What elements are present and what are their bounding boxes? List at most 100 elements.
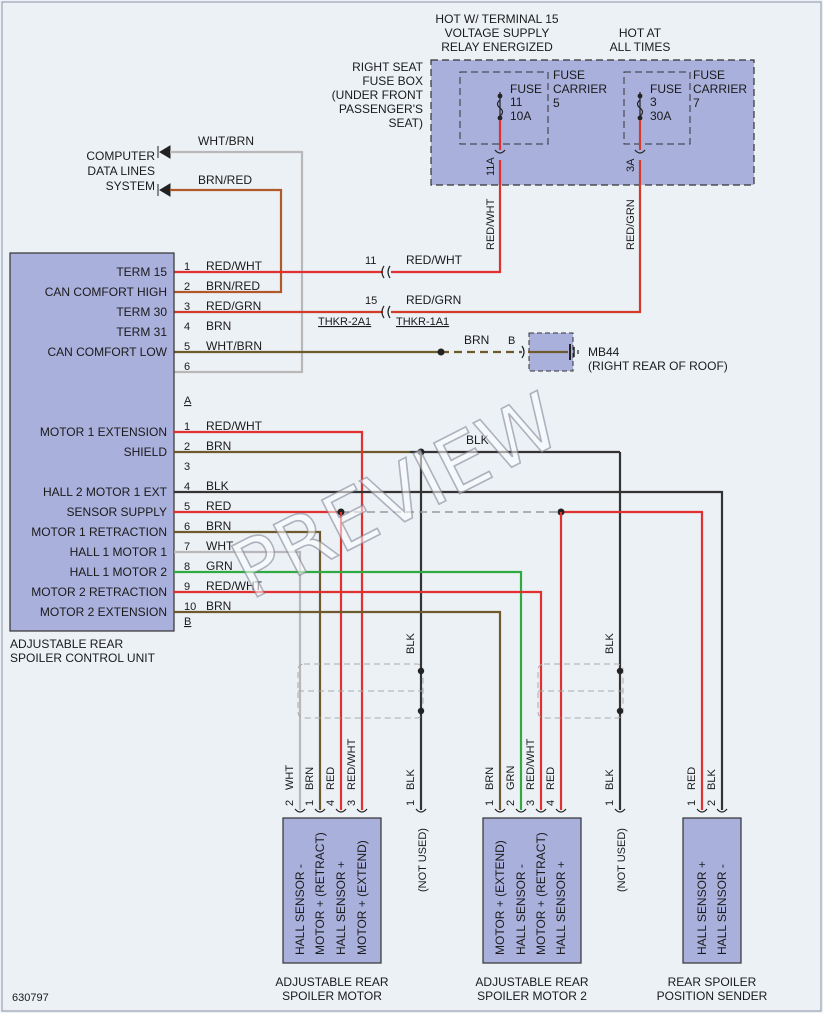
cu-group_b-pin-7: 8 <box>184 561 190 573</box>
fuse2-label: FUSE <box>650 82 682 96</box>
connector-pin-15: 15 <box>365 295 377 307</box>
fuse-box-location-1: RIGHT SEAT <box>352 60 424 74</box>
terminal-hook-icon <box>515 808 527 813</box>
terminal-hook-icon <box>314 808 326 813</box>
motor1-pin-number-3: 3 <box>346 800 358 806</box>
motor1-unused-label: (NOT USED) <box>417 828 429 892</box>
motor2-body <box>482 817 582 964</box>
data-line-wire1-label: WHT/BRN <box>198 134 254 148</box>
sender-body <box>682 817 742 964</box>
fuse-header-left-3: RELAY ENERGIZED <box>441 40 553 54</box>
inline-connector-15: 15 RED/GRN <box>365 293 461 319</box>
terminal-hook-icon <box>535 808 547 813</box>
sender-name-1: REAR SPOILER <box>668 975 757 989</box>
wire-motor1-extension <box>174 430 364 810</box>
wire-hall1-motor1 <box>174 550 302 810</box>
cu-group_a-pin-1: 2 <box>184 281 190 293</box>
motor1-pin-label-0: HALL SENSOR - <box>293 864 307 955</box>
connector-wire-11: RED/WHT <box>406 253 463 267</box>
motor2-name-1: ADJUSTABLE REAR <box>475 975 588 989</box>
terminal-hook-icon <box>494 808 506 813</box>
fuse-header-left-2: VOLTAGE SUPPLY <box>445 26 550 40</box>
cu-group_b-wire-4: RED <box>206 499 232 513</box>
vertical-wire-fuse2-label: RED/GRN <box>625 199 637 250</box>
figure-id: 630797 <box>12 992 49 1004</box>
cu-group_b-label-9: MOTOR 2 EXTENSION <box>40 605 167 619</box>
cu-group_b-pin-6: 7 <box>184 541 190 553</box>
cu-group_b-pin-3: 4 <box>184 481 190 493</box>
cu-group_b-pin-9: 10 <box>184 601 196 613</box>
motor2-pin-label-1: HALL SENSOR - <box>514 864 528 955</box>
fuse1-carrier-number: 5 <box>553 96 560 110</box>
fuse2-carrier-number: 7 <box>693 96 700 110</box>
cu-group_b-label-1: SHIELD <box>124 445 168 459</box>
cu-group_b-pin-4: 5 <box>184 501 190 513</box>
fuse2-symbol-icon <box>636 92 644 121</box>
fuse-box-location-4: PASSENGER'S <box>339 102 423 116</box>
data-line-wire2-label: BRN/RED <box>198 173 252 187</box>
motor2-pin-number-3: 4 <box>545 800 557 806</box>
cu-group_a-wire-3: BRN <box>206 319 231 333</box>
connector-right-label: THKR-1A1 <box>396 316 449 328</box>
cu-group_a-label-1: CAN COMFORT HIGH <box>45 285 167 299</box>
connector-a-label: A <box>184 395 192 407</box>
wire-motor2-retraction <box>174 590 543 810</box>
fuse1-terminal-icon <box>494 149 506 154</box>
motor1-pin-number-0: 2 <box>284 800 296 806</box>
fuse2-carrier-label-2: CARRIER <box>693 82 747 96</box>
fuse2-terminal-icon <box>634 149 646 154</box>
fuse1-number: 11 <box>510 95 523 109</box>
vertical-wire-fuse1-label: RED/WHT <box>485 198 497 250</box>
motor2-pin-wire-2: RED/WHT <box>525 738 537 790</box>
cu-group_a-pin-0: 1 <box>184 261 190 273</box>
terminal-hook-icon <box>415 808 427 813</box>
splice-dot-ground <box>437 348 445 356</box>
motor1-unused-pin-number: 1 <box>405 800 417 806</box>
wire-sensor-supply-sender <box>561 510 704 810</box>
motor1-name-2: SPOILER MOTOR <box>282 989 382 1003</box>
shield-sleeve-2 <box>537 663 624 719</box>
motor2-pin-number-0: 1 <box>484 800 496 806</box>
cu-group_b-wire-5: BRN <box>206 519 231 533</box>
motor1-unused-pin: BLK 1 (NOT USED) <box>405 769 429 892</box>
motor1-body <box>282 817 382 964</box>
sender-pin-wire-0: RED <box>686 767 698 790</box>
motor2-pin-wire-1: GRN <box>505 766 517 791</box>
motor2-unused-pin-number: 1 <box>604 800 616 806</box>
terminal-hook-icon <box>696 808 708 813</box>
shield-drop-2-label: BLK <box>604 633 616 654</box>
data-lines-label-2: DATA LINES <box>87 164 155 178</box>
lower-wiring: BLK BLK BLK <box>174 430 728 813</box>
ground-pin-label: B <box>508 335 515 347</box>
fuse-box-location-2: FUSE BOX <box>362 74 423 88</box>
terminal-hook-icon <box>614 808 626 813</box>
motor2-pin-wire-0: BRN <box>484 767 496 790</box>
motor1-pin-label-3: MOTOR + (EXTEND) <box>355 840 369 955</box>
cu-group_a-pin-2: 3 <box>184 301 190 313</box>
cu-group_b-wire-8: RED/WHT <box>206 579 263 593</box>
connector-pin-11: 11 <box>365 255 376 267</box>
terminal-hook-icon <box>335 808 347 813</box>
cu-group_b-label-4: SENSOR SUPPLY <box>67 505 167 519</box>
ground-wire-label: BRN <box>464 333 489 347</box>
terminal-hook-icon <box>716 808 728 813</box>
wire-red-wht-term15-right <box>391 160 502 274</box>
cu-group_a-label-4: CAN COMFORT LOW <box>47 345 167 359</box>
motor1-pin-label-1: MOTOR + (RETRACT) <box>313 832 327 955</box>
sender-pin-wire-1: BLK <box>706 769 718 790</box>
motor2-unused-wire: BLK <box>604 769 616 790</box>
fuse2-carrier-label-1: FUSE <box>693 68 725 82</box>
sender-pin-number-1: 2 <box>706 800 718 806</box>
cu-group_b-label-3: HALL 2 MOTOR 1 EXT <box>43 485 168 499</box>
cu-group_b-pin-8: 9 <box>184 581 190 593</box>
motor1-pin-label-2: HALL SENSOR + <box>334 861 348 955</box>
sender-pin-label-0: HALL SENSOR + <box>695 861 709 955</box>
sender-name-2: POSITION SENDER <box>657 989 768 1003</box>
